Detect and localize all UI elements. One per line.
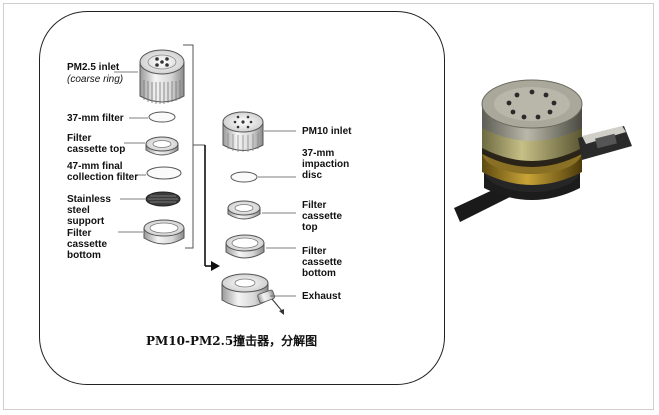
pm25-inlet-icon xyxy=(139,49,185,104)
label-exhaust: Exhaust xyxy=(302,291,341,302)
figure-caption: PM10-PM2.5撞击器，分解图 xyxy=(146,334,318,348)
label-filter-cassette-bottom-left: Filter cassette bottom xyxy=(67,228,108,261)
label-pm10-inlet: PM10 inlet xyxy=(302,126,352,137)
label-pm25-inlet-sub: (coarse ring) xyxy=(67,74,124,85)
filter-37mm-icon xyxy=(148,111,176,123)
pm10-inlet-icon xyxy=(222,111,264,152)
label-filter-cassette-top-right: Filter cassette top xyxy=(302,200,343,233)
final-filter-47mm-icon xyxy=(146,166,182,180)
exhaust-base-icon xyxy=(221,273,284,315)
label-final-filter: 47-mm final collection filter xyxy=(67,161,139,183)
side-connector-icon xyxy=(578,126,632,160)
exhaust-arrow-icon xyxy=(279,309,284,315)
filter-cassette-bottom-left-icon xyxy=(143,219,185,245)
label-filter-37mm: 37-mm filter xyxy=(67,113,124,124)
image-frame xyxy=(3,3,654,410)
filter-cassette-top-right-icon xyxy=(227,200,261,220)
filter-cassette-bottom-right-icon xyxy=(225,234,265,259)
inlet-holes-icon xyxy=(506,89,557,120)
leader-lines xyxy=(114,71,296,297)
stainless-support-icon xyxy=(145,191,181,207)
diagram-panel xyxy=(39,11,445,385)
label-impaction-disc: 37-mm impaction disc xyxy=(302,148,350,181)
filter-cassette-top-left-icon xyxy=(145,136,179,156)
label-stainless-support: Stainless steel support xyxy=(67,194,111,227)
assembly-flow-arrow xyxy=(183,44,220,271)
label-pm25-inlet: PM2.5 inlet xyxy=(67,62,120,73)
impaction-disc-icon xyxy=(230,171,258,183)
impactor-photo xyxy=(454,79,632,222)
label-filter-cassette-top-left: Filter cassette top xyxy=(67,133,126,155)
label-filter-cassette-bottom-right: Filter cassette bottom xyxy=(302,246,343,279)
